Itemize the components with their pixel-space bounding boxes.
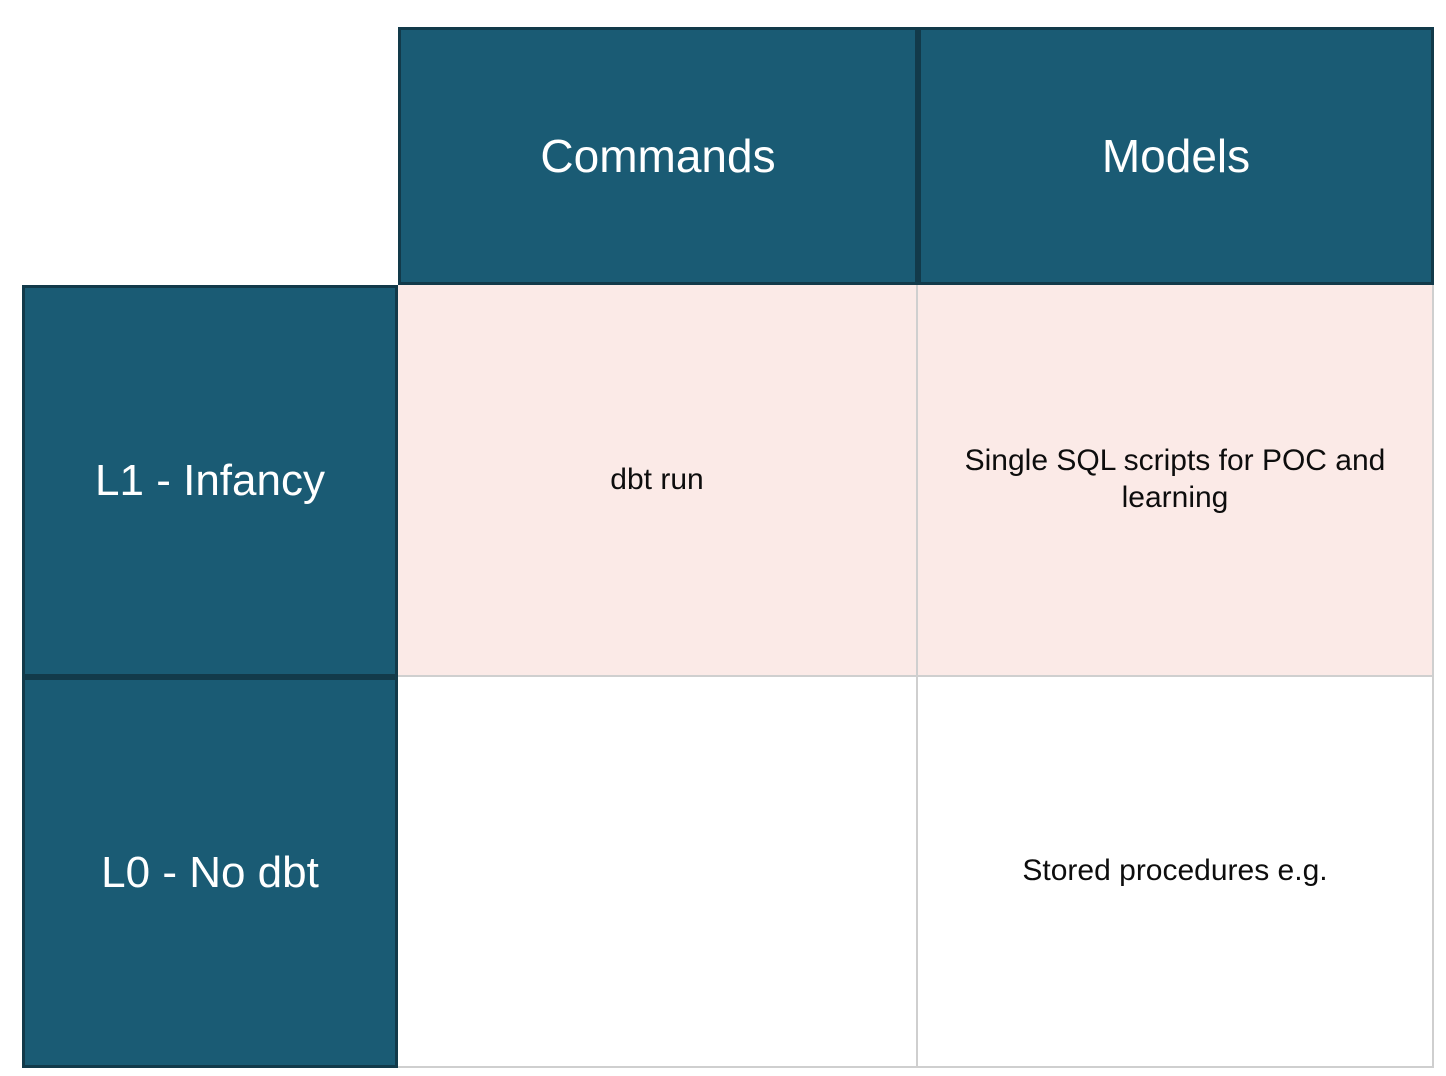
row-header-l0-label: L0 - No dbt — [101, 847, 319, 897]
row-header-l1[interactable]: L1 - Infancy — [22, 285, 398, 677]
cell-l0-models[interactable]: Stored procedures e.g. — [918, 677, 1434, 1068]
column-header-commands[interactable]: Commands — [398, 27, 918, 285]
row-header-l0[interactable]: L0 - No dbt — [22, 677, 398, 1068]
cell-l0-commands[interactable] — [398, 677, 918, 1068]
cell-l0-models-text: Stored procedures e.g. — [1022, 854, 1328, 888]
column-header-models-label: Models — [1101, 129, 1251, 182]
column-header-commands-label: Commands — [540, 129, 776, 182]
row-header-l1-label: L1 - Infancy — [95, 456, 325, 506]
cell-l1-commands[interactable]: dbt run — [398, 285, 918, 677]
cell-l1-models[interactable]: Single SQL scripts for POC and learning — [918, 285, 1434, 677]
column-header-models[interactable]: Models — [918, 27, 1434, 285]
cell-l1-commands-text: dbt run — [610, 462, 704, 496]
cell-l1-models-text: Single SQL scripts for POC and learning — [964, 444, 1386, 514]
